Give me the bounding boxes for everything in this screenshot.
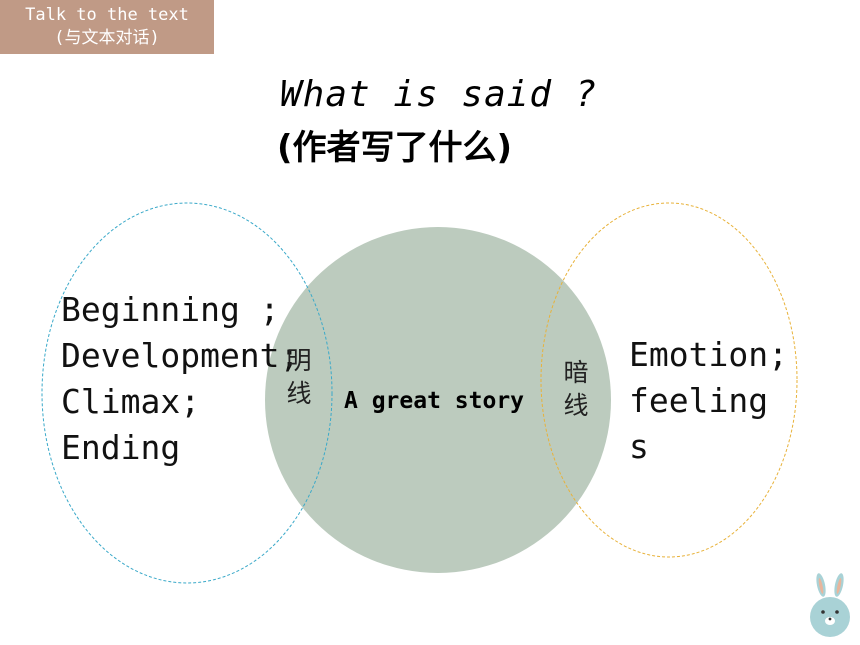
page-subtitle: (作者写了什么) (277, 128, 513, 168)
center-label: A great story (344, 388, 525, 414)
section-tag-chinese: (与文本对话) (54, 28, 160, 48)
emotion-item-s: s (629, 427, 649, 466)
plot-stage-ending: Ending (61, 428, 181, 467)
section-tag-english: Talk to the text (25, 5, 189, 25)
plot-stage-development: Development; (61, 336, 300, 375)
plot-stages-list: Beginning ; Development; Climax; Ending (61, 287, 299, 471)
implicit-line-char-2: 线 (563, 391, 589, 420)
right-ellipse (540, 202, 798, 558)
explicit-line-label: 明 线 (284, 344, 314, 410)
section-tag: Talk to the text (与文本对话) (0, 0, 214, 54)
page-title: What is said ? (280, 74, 598, 115)
left-ellipse (41, 202, 333, 584)
emotion-list: Emotion; feeling s (629, 332, 788, 470)
explicit-line-char-1: 明 (286, 346, 312, 375)
implicit-line-label: 暗 线 (561, 356, 591, 422)
plot-stage-beginning: Beginning ; (61, 290, 280, 329)
bunny-icon (810, 573, 850, 637)
implicit-line-char-1: 暗 (563, 358, 589, 387)
emotion-item-emotion: Emotion; (629, 335, 788, 374)
center-circle (265, 227, 611, 573)
plot-stage-climax: Climax; (61, 382, 201, 421)
emotion-item-feeling: feeling (629, 381, 769, 420)
explicit-line-char-2: 线 (286, 379, 312, 408)
